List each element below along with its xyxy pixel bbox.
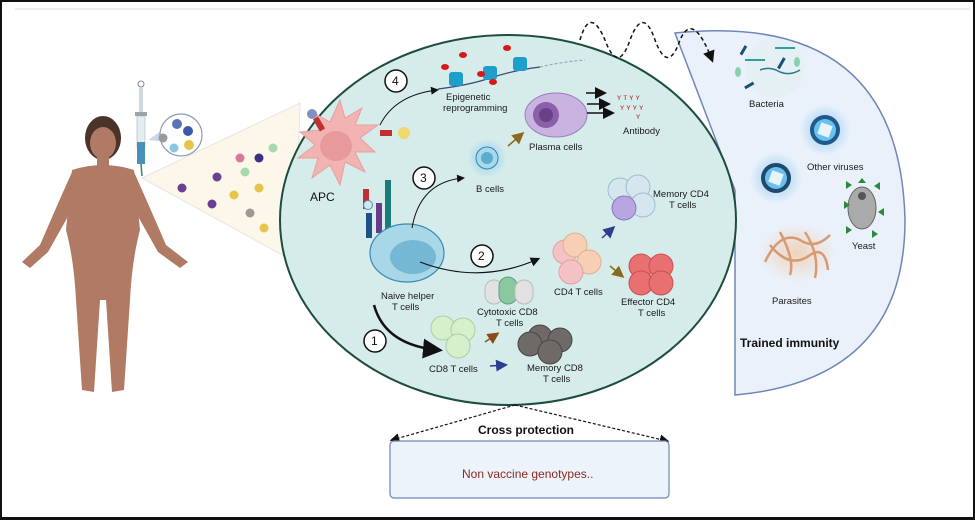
step-4-badge: 4 (384, 69, 408, 93)
step-3-number: 3 (420, 171, 427, 185)
step-1-number: 1 (371, 334, 378, 348)
yeast-icon (844, 178, 884, 238)
step-3-badge: 3 (412, 166, 436, 190)
bacteria-icon (735, 38, 805, 98)
memory-cd8-cells (517, 324, 573, 365)
svg-text:ʏ ᴛ ʏ ʏ: ʏ ᴛ ʏ ʏ (617, 93, 641, 102)
cd8-t-cells (430, 315, 476, 359)
plasma-cell (524, 92, 588, 138)
antigen-bubble (148, 113, 203, 157)
trained-immunity-arrow (579, 21, 715, 63)
cross-arrow-left (389, 404, 516, 443)
naive-label-line2: T cells (392, 302, 420, 313)
antibody-icon: ʏ ᴛ ʏ ʏ ʏ ʏ ʏ ʏ ʏ (617, 93, 644, 121)
effector-cd4-cells (628, 253, 674, 296)
step-4-number: 4 (392, 74, 399, 88)
cd8-label: CD8 T cells (429, 364, 478, 375)
immune-response-circle (279, 34, 737, 406)
cd8-to-memory-arrow (489, 359, 508, 372)
b-to-plasma-arrow (507, 132, 525, 147)
cd8-to-cytotoxic-arrow (484, 332, 500, 344)
cytotoxic-cd8-cells (484, 276, 534, 305)
cd4-to-effector-arrow (609, 265, 625, 278)
trained-immunity-title: Trained immunity (740, 336, 840, 350)
naive-helper-t-cell (369, 223, 445, 283)
arrow-path-3 (411, 174, 465, 229)
epigenetic-label-line1: Epigenetic (446, 92, 491, 103)
top-divider (15, 8, 970, 10)
cytotoxic-label-line2: T cells (496, 318, 524, 329)
tcr-mhc-complex (363, 180, 391, 238)
parasites-icon (759, 223, 835, 283)
bacteria-label: Bacteria (749, 99, 785, 110)
cross-arrow-right (514, 404, 670, 445)
step-1-badge: 1 (363, 329, 387, 353)
memory-cd8-label-line1: Memory CD8 (527, 363, 583, 374)
step-2-badge: 2 (470, 244, 494, 268)
plasma-label: Plasma cells (529, 142, 583, 153)
arrow-path-4 (379, 86, 439, 126)
memory-cd8-label-line2: T cells (543, 374, 571, 385)
svg-text:ʏ: ʏ (636, 112, 641, 121)
cd4-label: CD4 T cells (554, 287, 603, 298)
effector-cd4-label-line1: Effector CD4 (621, 297, 675, 308)
svg-text:ʏ ʏ ʏ ʏ: ʏ ʏ ʏ ʏ (620, 103, 644, 112)
effector-cd4-label-line2: T cells (638, 308, 666, 319)
human-figure (22, 116, 188, 392)
arrow-path-2 (419, 257, 541, 274)
cd4-to-memory-arrow (601, 225, 616, 239)
arrow-path-1 (372, 304, 443, 359)
b-cells-label: B cells (476, 184, 504, 195)
cross-protection-title: Cross protection (478, 423, 574, 437)
b-cell (467, 138, 507, 178)
other-virus-icon-2 (750, 152, 802, 204)
parasites-label: Parasites (772, 296, 812, 307)
non-vaccine-genotypes-text: Non vaccine genotypes.. (462, 467, 593, 481)
step-2-number: 2 (478, 249, 485, 263)
memory-cd4-cells (607, 174, 656, 221)
apc-label: APC (310, 190, 335, 204)
cross-protection-box (389, 440, 670, 499)
antigen-particles (177, 143, 278, 233)
other-virus-icon-1 (799, 104, 851, 156)
naive-label-line1: Naive helper (381, 291, 434, 302)
antibody-label: Antibody (623, 126, 660, 137)
memory-cd4-label-line2: T cells (669, 200, 697, 211)
yeast-label: Yeast (852, 241, 876, 252)
cd4-t-cells (552, 232, 602, 285)
epigenetic-dna-icon (437, 45, 586, 90)
cytotoxic-label-line1: Cytotoxic CD8 (477, 307, 538, 318)
other-viruses-label: Other viruses (807, 162, 864, 173)
epigenetic-label-line2: reprogramming (443, 103, 507, 114)
vaccine-syringe (135, 80, 147, 177)
memory-cd4-label-line1: Memory CD4 (653, 189, 709, 200)
antibody-arrows (586, 87, 615, 119)
apc-cell (296, 98, 410, 187)
